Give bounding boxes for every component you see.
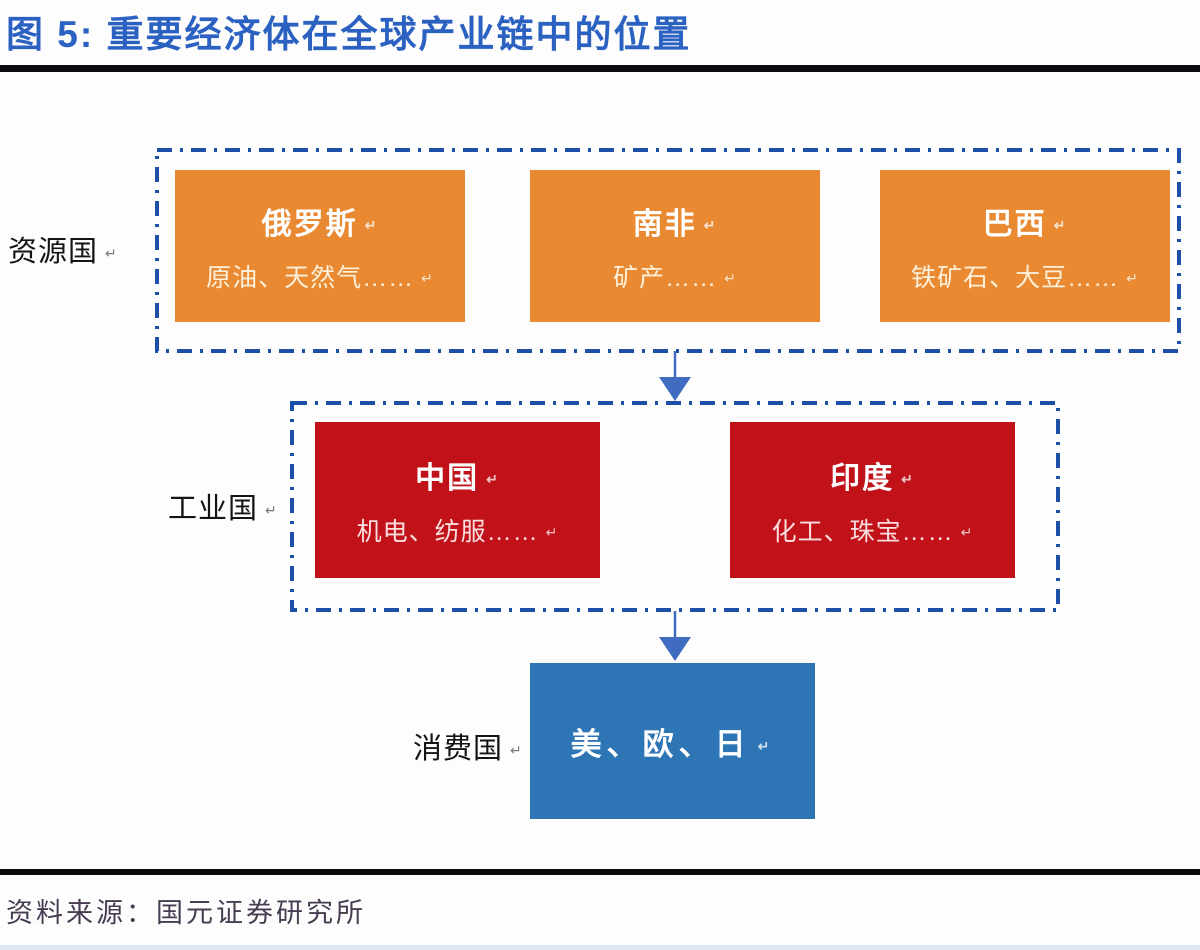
box-india-name: 印度: [830, 461, 895, 495]
box-china-products: 机电、纺服……: [356, 517, 539, 546]
box-us-europe-japan-name: 美、欧、日: [570, 726, 751, 762]
box-russia-name: 俄罗斯: [261, 207, 358, 241]
return-mark-icon: ↵: [265, 501, 278, 518]
resource-tier-group: 俄罗斯 ↵ 原油、天然气…… ↵ 南非 ↵ 矿产…… ↵ 巴西 ↵ 铁矿石、大豆…… ↵: [155, 148, 1181, 353]
box-us-europe-japan: 美、欧、日 ↵: [530, 663, 815, 819]
box-china-name: 中国: [415, 461, 480, 495]
box-brazil: 巴西 ↵ 铁矿石、大豆…… ↵: [880, 170, 1170, 322]
return-mark-icon: ↵: [421, 270, 434, 287]
box-india: 印度 ↵ 化工、珠宝…… ↵: [730, 422, 1015, 578]
return-mark-icon: ↵: [545, 524, 559, 541]
box-south-africa-products: 矿产……: [613, 263, 718, 292]
return-mark-icon: ↵: [901, 471, 915, 488]
return-mark-icon: ↵: [364, 217, 379, 234]
bottom-edge-strip: [0, 945, 1200, 950]
return-mark-icon: ↵: [1053, 217, 1068, 234]
return-mark-icon: ↵: [486, 471, 500, 488]
down-arrow-icon: [659, 611, 691, 661]
tier-label-consumer: 消费国 ↵: [413, 725, 523, 767]
industrial-tier-group: 中国 ↵ 机电、纺服…… ↵ 印度 ↵ 化工、珠宝…… ↵: [290, 401, 1060, 612]
box-south-africa-name: 南非: [632, 207, 697, 241]
dash-dot-border: [155, 148, 1181, 353]
return-mark-icon: ↵: [757, 737, 775, 754]
tier-label-resource: 资源国 ↵: [8, 228, 118, 270]
tier-label-industrial-text: 工业国: [168, 493, 259, 525]
return-mark-icon: ↵: [724, 270, 737, 287]
return-mark-icon: ↵: [1126, 270, 1139, 287]
return-mark-icon: ↵: [510, 741, 523, 758]
tier-label-industrial: 工业国 ↵: [168, 485, 278, 527]
return-mark-icon: ↵: [105, 244, 118, 261]
box-russia: 俄罗斯 ↵ 原油、天然气…… ↵: [175, 170, 465, 322]
down-arrow-icon: [659, 351, 691, 401]
return-mark-icon: ↵: [703, 217, 718, 234]
dash-dot-border: [290, 401, 1060, 612]
box-china: 中国 ↵ 机电、纺服…… ↵: [315, 422, 600, 578]
tier-label-consumer-text: 消费国: [413, 733, 504, 765]
footer-divider-line: [0, 869, 1200, 875]
tier-label-resource-text: 资源国: [8, 236, 99, 268]
source-note: 资料来源：国元证券研究所: [6, 898, 366, 928]
title-divider-line: [0, 65, 1200, 72]
box-south-africa: 南非 ↵ 矿产…… ↵: [530, 170, 820, 322]
box-brazil-name: 巴西: [982, 207, 1047, 241]
figure-title: 图 5: 重要经济体在全球产业链中的位置: [6, 14, 692, 55]
box-india-products: 化工、珠宝……: [771, 517, 954, 546]
box-brazil-products: 铁矿石、大豆……: [911, 263, 1120, 292]
return-mark-icon: ↵: [960, 524, 974, 541]
box-russia-products: 原油、天然气……: [206, 263, 415, 292]
